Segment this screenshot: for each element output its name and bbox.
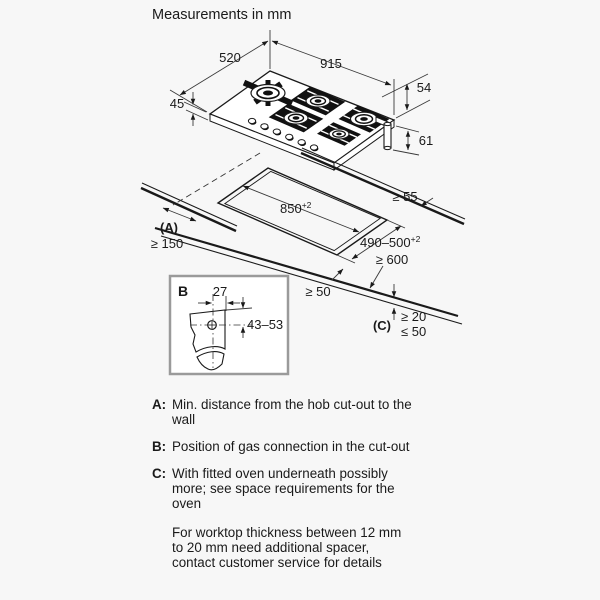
dim-label-thickness-max: ≤ 50: [401, 324, 426, 339]
wok-burner: [242, 79, 294, 107]
dim-label-cutout-depth: 490–500+2: [360, 234, 421, 250]
gas-pipe: [375, 116, 392, 151]
note-c-label: C:: [152, 466, 167, 481]
projection-line: [172, 152, 261, 206]
note-a-text: Min. distance from the hob cut-out to th…: [172, 397, 412, 427]
dim-line-wall-distance: [162, 207, 197, 222]
dim-label-width: 915: [320, 56, 342, 71]
footnote: For worktop thickness between 12 mm to 2…: [172, 525, 402, 570]
notes-block: A: Min. distance from the hob cut-out to…: [152, 397, 452, 570]
note-b-label: B:: [152, 439, 167, 454]
note-b: B: Position of gas connection in the cut…: [152, 439, 452, 454]
dim-label-clearance-below: 61: [419, 133, 433, 148]
dim-label-wall-distance: ≥ 150: [151, 236, 183, 251]
dim-label-worktop-depth: ≥ 600: [376, 252, 408, 267]
hob-drawing: 520 915: [170, 30, 433, 171]
dim-label-front-gap: ≥ 50: [305, 284, 330, 299]
worktop-front-edge: [154, 226, 459, 318]
wall-line: [141, 182, 238, 227]
dim-label-front-height: 45: [170, 96, 184, 111]
note-c: C: With fitted oven underneath possibly …: [152, 466, 452, 511]
note-a-label: A:: [152, 397, 167, 412]
dim-label-C: (C): [373, 318, 391, 333]
control-knobs: [247, 117, 319, 152]
burners: [283, 94, 379, 140]
dim-label-edge-height: 54: [417, 80, 431, 95]
cutout-drawing: (A) ≥ 150 850+2 490–500+2 ≥ 55 ≥ 600 ≥ 5…: [140, 147, 466, 339]
dim-label-cutout-width: 850+2: [280, 200, 312, 216]
note-b-text: Position of gas connection in the cut-ou…: [172, 439, 410, 454]
dim-label-A: (A): [160, 220, 178, 235]
cutout-corner-part: [189, 309, 226, 353]
dim-label-pipe-height: 43–53: [247, 317, 283, 332]
dim-line-520: [179, 40, 269, 96]
note-a: A: Min. distance from the hob cut-out to…: [152, 397, 452, 427]
dim-line-cutout-depth: [351, 225, 402, 260]
note-c-text: With fitted oven underneath possibly mor…: [172, 466, 395, 511]
dim-line-cutout-width: [242, 185, 360, 233]
dim-label-thickness-min: ≥ 20: [401, 309, 426, 324]
dim-label-depth: 520: [219, 50, 241, 65]
page-title: Measurements in mm: [152, 7, 292, 23]
detail-box-b: B 27 43–53: [168, 274, 290, 376]
detail-label: B: [178, 283, 188, 299]
dim-label-pipe-offset: 27: [213, 284, 227, 299]
dim-line-915: [271, 40, 392, 86]
dim-label-rear-gap: ≥ 55: [392, 189, 417, 204]
worktop-back-edge: [301, 147, 466, 220]
